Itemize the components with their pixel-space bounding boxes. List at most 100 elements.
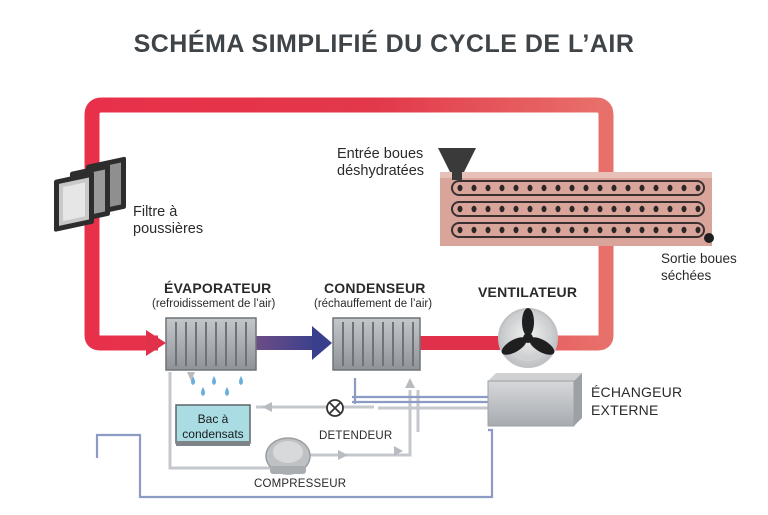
- compressor-label: COMPRESSEUR: [254, 478, 347, 490]
- belt-roller: [695, 184, 701, 192]
- belt-roller: [485, 184, 491, 192]
- belt-roller: [513, 226, 519, 234]
- belt-roller: [569, 184, 575, 192]
- tray-line-2: condensats: [182, 427, 244, 441]
- belt-roller: [583, 226, 589, 234]
- filter-label-line-1: Filtre à: [133, 204, 178, 220]
- belt-roller: [555, 205, 561, 213]
- sludge-outlet-icon: [704, 233, 714, 243]
- belt-roller: [471, 226, 477, 234]
- condensate-tray-label: Bac à condensats: [180, 412, 246, 442]
- condenser-coil: [332, 317, 421, 371]
- fan-label: VENTILATEUR: [478, 284, 578, 300]
- exchanger-line-1: ÉCHANGEUR: [591, 384, 683, 400]
- belt-roller: [541, 184, 547, 192]
- sludge-inlet-line-2: déshydratées: [337, 163, 425, 179]
- cooling-water-lines: [95, 378, 494, 499]
- sludge-inlet-hopper-icon: [438, 148, 476, 180]
- belt-roller: [611, 226, 617, 234]
- condenser-to-fan-duct: [420, 336, 500, 350]
- sludge-inlet-line-1: Entrée boues: [337, 146, 424, 162]
- belt-roller: [597, 226, 603, 234]
- belt-roller: [597, 184, 603, 192]
- belt-roller: [471, 184, 477, 192]
- belt-roller: [555, 226, 561, 234]
- belt-roller: [639, 184, 645, 192]
- belt-roller: [625, 184, 631, 192]
- air-arrow-into-evaporator: [146, 330, 166, 356]
- exchanger-line-2: EXTERNE: [591, 402, 659, 418]
- filter-label-line-2: poussières: [133, 221, 204, 237]
- belt-roller: [485, 226, 491, 234]
- belt-roller: [555, 184, 561, 192]
- compressor-icon: [265, 437, 311, 475]
- flow-arrow-up: [405, 378, 415, 388]
- expansion-valve-label: DETENDEUR: [319, 430, 393, 442]
- belt-roller: [681, 226, 687, 234]
- belt-dryer: [440, 172, 712, 246]
- belt-roller: [513, 184, 519, 192]
- belt-roller: [499, 205, 505, 213]
- belt-roller: [639, 226, 645, 234]
- belt-roller: [569, 205, 575, 213]
- flow-arrow-left: [262, 402, 272, 412]
- belt-roller: [457, 205, 463, 213]
- belt-roller: [569, 226, 575, 234]
- filter-label: Filtre à poussières: [133, 204, 203, 238]
- belt-roller: [499, 184, 505, 192]
- condenser-label: CONDENSEUR: [324, 280, 426, 296]
- belt-roller: [681, 205, 687, 213]
- expansion-valve-icon: [326, 399, 344, 417]
- belt-roller: [667, 226, 673, 234]
- sludge-outlet-label: Sortie boues séchées: [661, 250, 737, 284]
- evaporator-label: ÉVAPORATEUR: [164, 280, 272, 296]
- water-drops-icon: [191, 376, 243, 396]
- belt-roller: [611, 205, 617, 213]
- belt-roller: [639, 205, 645, 213]
- belt-roller: [695, 205, 701, 213]
- flow-arrow-down: [187, 372, 195, 381]
- cold-air-duct: [256, 336, 318, 350]
- sludge-outlet-line-1: Sortie boues: [661, 251, 737, 266]
- exchanger-label: ÉCHANGEUR EXTERNE: [591, 383, 682, 419]
- belt-roller: [541, 226, 547, 234]
- tray-line-1: Bac à: [197, 412, 229, 426]
- belt-roller: [527, 184, 533, 192]
- flow-arrow-right-2: [394, 446, 403, 456]
- belt-roller: [625, 205, 631, 213]
- condenser-sublabel: (réchauffement de l’air): [314, 298, 433, 310]
- belt-roller: [583, 205, 589, 213]
- belt-roller: [485, 205, 491, 213]
- dust-filter-icon: [54, 156, 126, 232]
- belt-roller: [527, 205, 533, 213]
- external-exchanger: [487, 373, 582, 427]
- sludge-outlet-line-2: séchées: [661, 268, 712, 283]
- fan-icon: [498, 308, 558, 368]
- belt-roller: [541, 205, 547, 213]
- belt-roller: [695, 226, 701, 234]
- belt-roller: [667, 205, 673, 213]
- belt-roller: [653, 205, 659, 213]
- diagram-title: SCHÉMA SIMPLIFIÉ DU CYCLE DE L’AIR: [133, 30, 635, 58]
- belt-roller: [653, 184, 659, 192]
- belt-roller: [513, 205, 519, 213]
- belt-roller: [625, 226, 631, 234]
- belt-roller: [499, 226, 505, 234]
- belt-roller: [583, 184, 589, 192]
- flow-arrow-right: [338, 450, 348, 460]
- belt-roller: [457, 226, 463, 234]
- belt-roller: [667, 184, 673, 192]
- evaporator-sublabel: (refroidissement de l’air): [152, 298, 276, 310]
- belt-roller: [457, 184, 463, 192]
- air-loop-duct: [84, 97, 614, 351]
- belt-roller: [611, 184, 617, 192]
- sludge-inlet-label: Entrée boues déshydratées: [337, 146, 424, 180]
- belt-roller: [527, 226, 533, 234]
- belt-roller: [597, 205, 603, 213]
- belt-roller: [471, 205, 477, 213]
- cold-air-arrow: [312, 326, 332, 360]
- belt-roller: [653, 226, 659, 234]
- evaporator-coil: [165, 317, 257, 371]
- condensate-tray: [175, 404, 251, 446]
